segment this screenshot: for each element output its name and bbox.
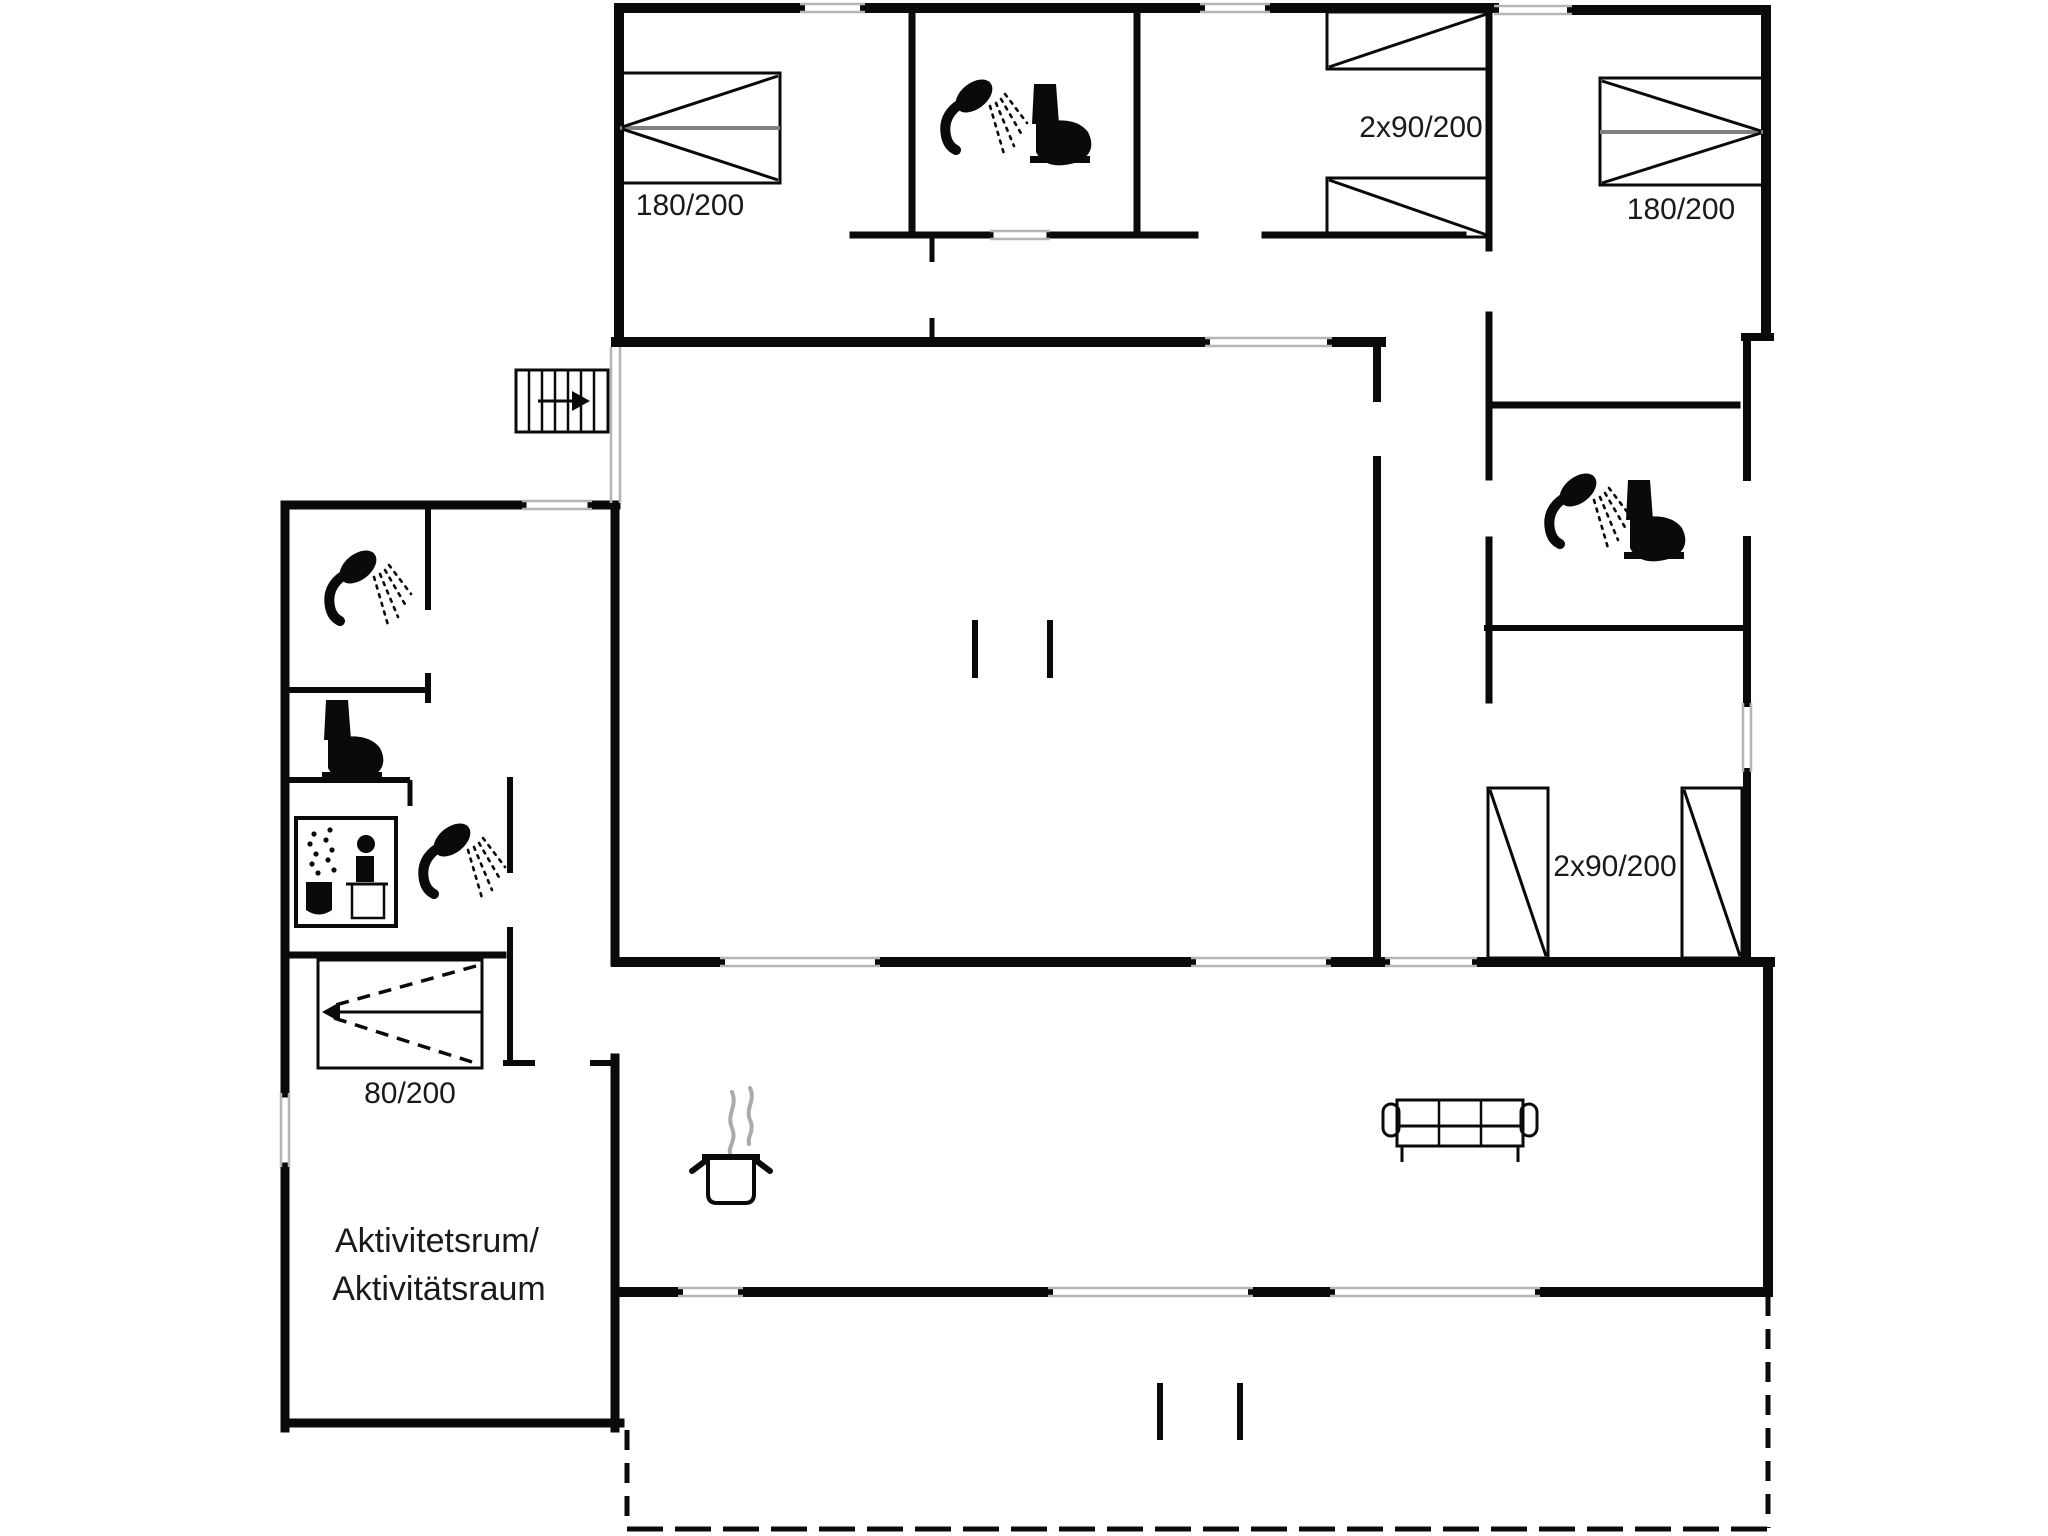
shower-icon xyxy=(945,73,1027,154)
sauna-icon xyxy=(294,816,398,928)
bed-size-label: 180/200 xyxy=(1627,193,1735,226)
bed-size-label: 2x90/200 xyxy=(1553,850,1676,883)
shower-icon xyxy=(423,817,505,898)
bed-size-label: 2x90/200 xyxy=(1359,111,1482,144)
cooking-pot-icon xyxy=(689,1086,773,1205)
double-bed-icon xyxy=(618,71,782,185)
stairs-icon xyxy=(514,368,610,434)
single-beds-right-icon xyxy=(1486,786,1744,960)
shower-icon xyxy=(1549,467,1631,548)
door-ticks xyxy=(407,237,1243,1440)
room-name-label: Aktivitätsraum xyxy=(332,1270,546,1308)
sofa-icon xyxy=(1381,1098,1539,1162)
outer-walls xyxy=(280,3,1775,1433)
wardrobe-size-label: 80/200 xyxy=(364,1077,456,1110)
toilet-icon xyxy=(1030,84,1092,166)
room-name-label: Aktivitetsrum/ xyxy=(335,1222,540,1260)
double-bed-icon xyxy=(1598,76,1765,187)
bed-size-label: 180/200 xyxy=(636,189,744,222)
window-opening-lines xyxy=(279,2,1753,1298)
shower-icon xyxy=(329,544,411,625)
inner-walls xyxy=(281,4,1746,1066)
wardrobe-icon xyxy=(316,958,484,1070)
terrace-dashed-outline xyxy=(624,1296,1771,1532)
toilet-icon xyxy=(1624,480,1686,562)
toilet-icon xyxy=(322,700,384,782)
bunk-beds-icon xyxy=(1325,10,1491,239)
